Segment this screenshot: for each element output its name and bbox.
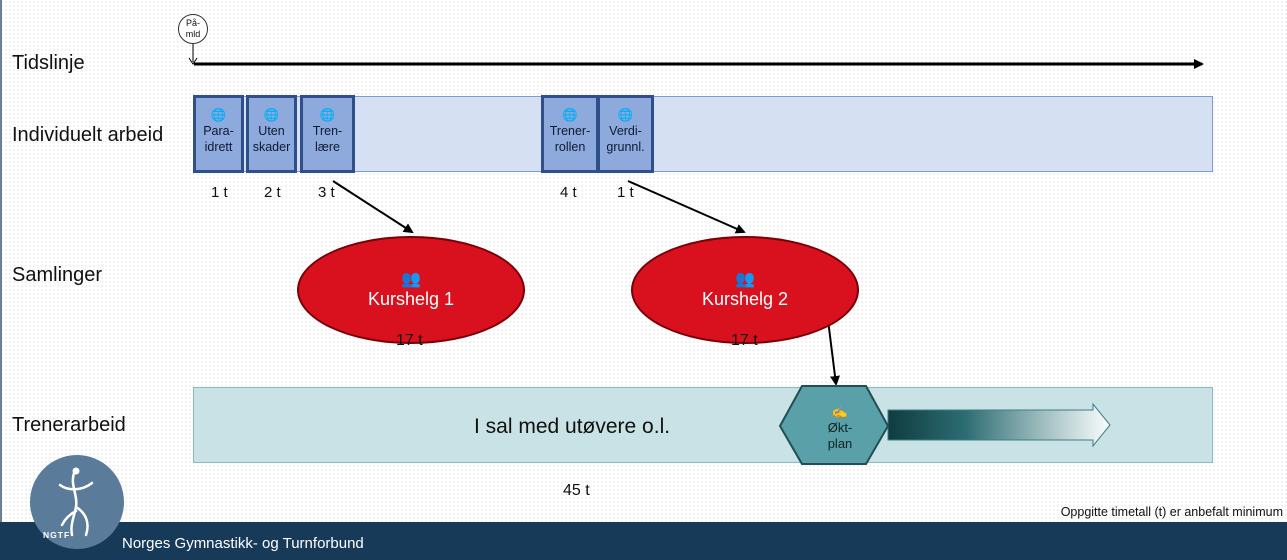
row-label-gatherings: Samlinger: [12, 264, 103, 286]
module-hours: 4 t: [560, 184, 577, 201]
gathering-hours: 17 t: [731, 332, 758, 349]
logo-text: NGTF: [43, 530, 71, 540]
gathering-label: Kurshelg 1: [367, 288, 455, 309]
arrow-to-kurshelg-1: [332, 180, 414, 234]
timeline-arrow: [188, 44, 1204, 69]
session-plan[interactable]: ✍ Økt- plan: [827, 404, 853, 451]
gathering-kurshelg-1[interactable]: 👥 Kurshelg 1: [297, 236, 525, 344]
ngtf-logo: [30, 455, 124, 549]
footer-bar: [0, 522, 1287, 560]
module-hours: 3 t: [318, 184, 335, 201]
module-verdigrunnlag[interactable]: 🌐 Verdi-grunnl.: [597, 95, 654, 173]
globe-icon: 🌐: [263, 108, 280, 122]
gathering-hours: 17 t: [396, 332, 423, 349]
module-hours: 1 t: [211, 184, 228, 201]
globe-icon: 🌐: [210, 108, 227, 122]
globe-icon: 🌐: [319, 108, 336, 122]
gathering-kurshelg-2[interactable]: 👥 Kurshelg 2: [631, 236, 859, 344]
module-hours: 1 t: [617, 184, 634, 201]
globe-icon: 🌐: [562, 108, 578, 122]
pencil-icon: ✍: [831, 404, 849, 419]
session-plan-hexagon: [778, 385, 890, 465]
coach-work-hours: 45 t: [563, 482, 590, 499]
coach-work-label: I sal med utøvere o.l.: [474, 415, 671, 438]
module-trenerrollen[interactable]: 🌐 Trener-rollen: [541, 95, 599, 173]
row-label-timeline: Tidslinje: [12, 52, 85, 74]
footer-text: Norges Gymnastikk- og Turnforbund: [122, 535, 364, 552]
group-icon: 👥: [735, 270, 755, 288]
module-hours: 2 t: [264, 184, 281, 201]
gathering-label: Kurshelg 2: [701, 288, 789, 309]
module-tren-laere[interactable]: 🌐 Tren-lære: [300, 95, 355, 173]
group-icon: 👥: [401, 270, 421, 288]
row-label-individual: Individuelt arbeid: [12, 124, 164, 146]
globe-icon: 🌐: [617, 108, 634, 122]
gymnast-logo-icon: [58, 467, 94, 537]
minimum-hours-note: Oppgitte timetall (t) er anbefalt minimu…: [1060, 505, 1283, 519]
arrow-to-kurshelg-2: [627, 180, 746, 234]
row-label-coach-work: Trenerarbeid: [12, 414, 126, 436]
left-border: [0, 0, 2, 522]
fading-arrow: [887, 402, 1111, 448]
start-marker: På- mld: [178, 14, 208, 44]
module-para-idrett[interactable]: 🌐 Para-idrett: [193, 95, 244, 173]
